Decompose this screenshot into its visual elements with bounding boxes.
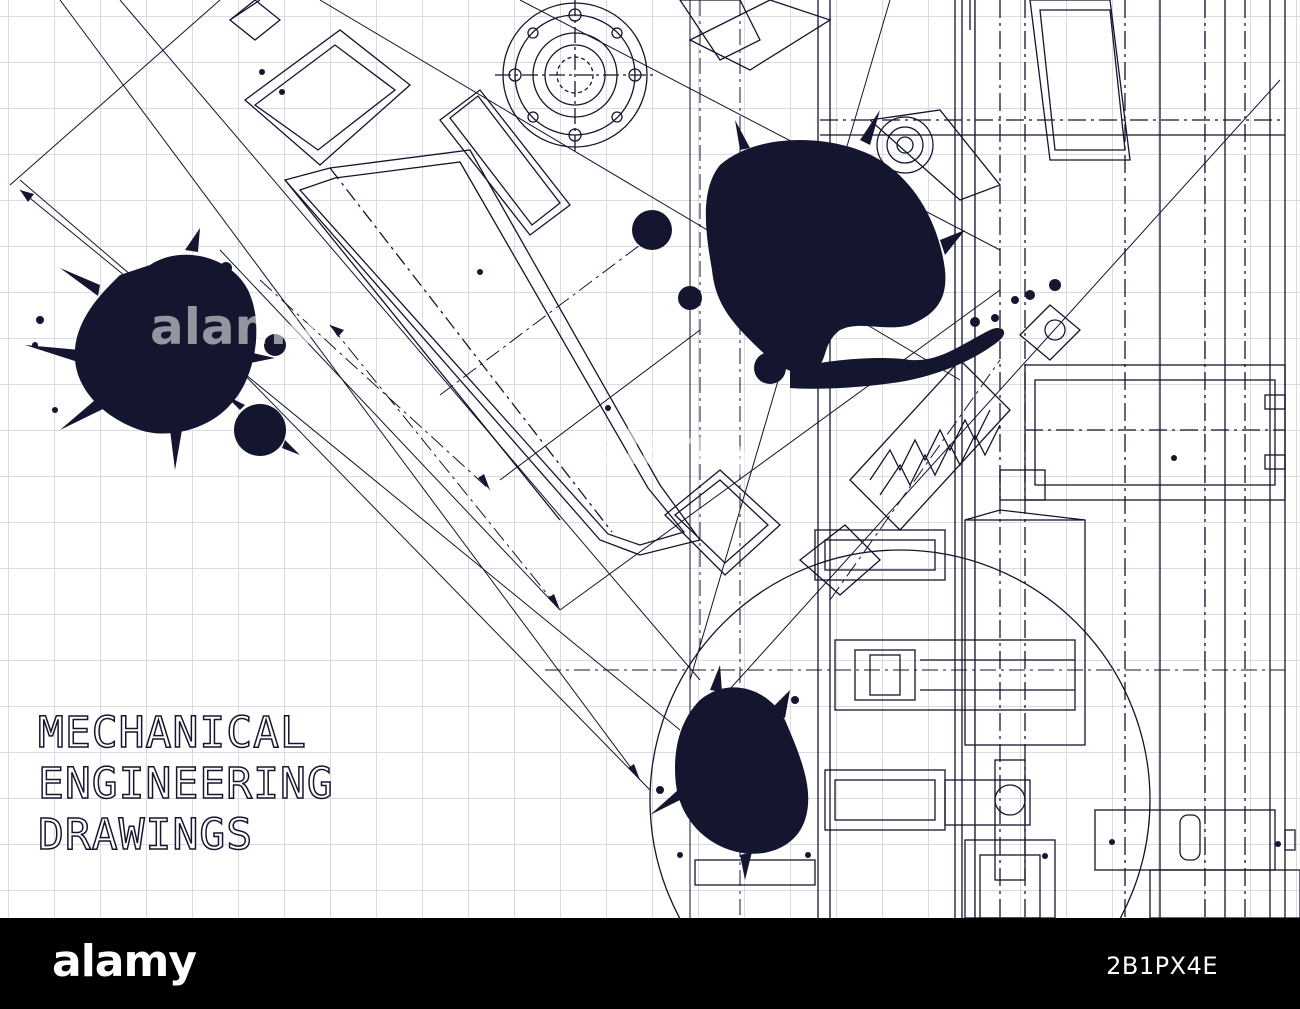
watermark-strip: alamy 2B1PX4E bbox=[0, 918, 1300, 1009]
lower-mechanism bbox=[649, 509, 1300, 918]
flange-assembly bbox=[495, 0, 832, 155]
title-line-2: ENGINEERING bbox=[37, 758, 334, 810]
mechanical-drawing bbox=[9, 0, 1300, 918]
detail-dots bbox=[259, 69, 1281, 859]
diagonal-arm bbox=[228, 0, 781, 576]
title-line-3: DRAWINGS bbox=[37, 809, 254, 861]
title-line-1: MECHANICAL bbox=[37, 707, 307, 759]
image-id-label: 2B1PX4E bbox=[1106, 952, 1218, 980]
watermark-logo: alamy bbox=[52, 936, 197, 987]
title-block: MECHANICAL ENGINEERING DRAWINGS bbox=[37, 707, 458, 861]
blueprint-canvas: MECHANICAL ENGINEERING DRAWINGS alamy al… bbox=[0, 0, 1300, 918]
horizontal-shaft bbox=[820, 119, 1286, 501]
arrowheads bbox=[20, 190, 640, 780]
spring-assembly bbox=[798, 304, 1081, 596]
bearing-unit bbox=[868, 109, 1002, 201]
ink-splatter-icon bbox=[25, 110, 1061, 880]
